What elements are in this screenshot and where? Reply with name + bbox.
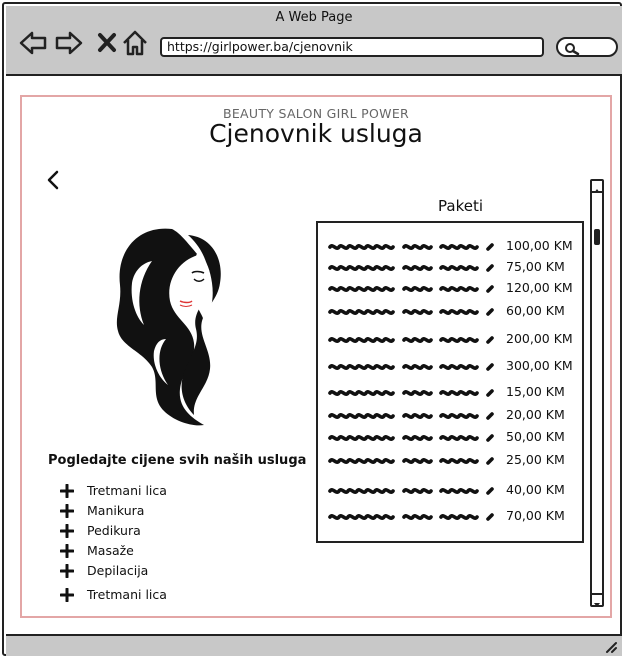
package-price: 60,00 KM xyxy=(506,303,565,318)
package-row: 75,00 KM xyxy=(328,259,578,275)
plus-icon xyxy=(60,524,74,538)
packages-title: Paketi xyxy=(438,197,483,215)
search-field[interactable] xyxy=(556,37,618,57)
home-icon[interactable] xyxy=(120,28,150,58)
category-label: Manikura xyxy=(87,503,145,518)
plus-icon xyxy=(60,564,74,578)
packages-list: 100,00 KM 75,00 KM 120,00 KM 60,00 KM 200,00… xyxy=(316,221,584,543)
package-price: 40,00 KM xyxy=(506,482,565,497)
package-name-scribble xyxy=(328,308,494,316)
search-icon xyxy=(565,43,580,56)
package-row: 60,00 KM xyxy=(328,303,578,319)
window-title: A Web Page xyxy=(275,10,353,25)
package-name-scribble xyxy=(328,389,494,397)
package-row: 300,00 KM xyxy=(328,358,578,374)
services-prompt: Pogledajte cijene svih naših usluga xyxy=(48,453,307,468)
address-bar[interactable]: https://girlpower.ba/cjenovnik xyxy=(160,37,544,57)
package-price: 70,00 KM xyxy=(506,508,565,523)
vertical-scrollbar[interactable] xyxy=(590,179,604,607)
resize-grip-icon[interactable] xyxy=(604,641,618,653)
package-price: 100,00 KM xyxy=(506,238,573,253)
package-price: 15,00 KM xyxy=(506,384,565,399)
woman-portrait-image xyxy=(116,228,221,426)
package-price: 120,00 KM xyxy=(506,280,573,295)
scroll-up-icon[interactable] xyxy=(592,181,602,193)
package-name-scribble xyxy=(328,457,494,465)
package-name-scribble xyxy=(328,285,494,293)
package-name-scribble xyxy=(328,363,494,371)
package-row: 120,00 KM xyxy=(328,280,578,296)
package-row: 25,00 KM xyxy=(328,452,578,468)
package-name-scribble xyxy=(328,336,494,344)
plus-icon xyxy=(60,544,74,558)
package-name-scribble xyxy=(328,487,494,495)
package-row: 100,00 KM xyxy=(328,238,578,254)
plus-icon xyxy=(60,504,74,518)
package-price: 300,00 KM xyxy=(506,358,573,373)
category-label: Depilacija xyxy=(87,563,149,578)
browser-toolbar: A Web Page https://girlpower.ba/cjenovni… xyxy=(6,6,622,76)
package-price: 75,00 KM xyxy=(506,259,565,274)
salon-name: BEAUTY SALON GIRL POWER xyxy=(222,106,410,121)
chevron-left-icon[interactable] xyxy=(46,169,60,191)
package-price: 50,00 KM xyxy=(506,429,565,444)
package-price: 200,00 KM xyxy=(506,331,573,346)
back-arrow-icon[interactable] xyxy=(18,28,48,58)
package-row: 50,00 KM xyxy=(328,429,578,445)
package-name-scribble xyxy=(328,434,494,442)
category-label: Masaže xyxy=(87,543,134,558)
plus-icon xyxy=(60,588,74,602)
package-name-scribble xyxy=(328,513,494,521)
package-name-scribble xyxy=(328,243,494,251)
scroll-down-icon[interactable] xyxy=(592,593,602,607)
package-price: 20,00 KM xyxy=(506,407,565,422)
package-name-scribble xyxy=(328,264,494,272)
package-row: 20,00 KM xyxy=(328,407,578,423)
package-row: 15,00 KM xyxy=(328,384,578,400)
plus-icon xyxy=(60,484,74,498)
category-label: Pedikura xyxy=(87,523,141,538)
package-row: 200,00 KM xyxy=(328,331,578,347)
page-content: BEAUTY SALON GIRL POWER Cjenovnik usluga… xyxy=(20,95,612,618)
package-name-scribble xyxy=(328,412,494,420)
category-label: Tretmani lica xyxy=(87,587,167,602)
status-bar xyxy=(6,634,622,656)
package-row: 70,00 KM xyxy=(328,508,578,524)
package-row: 40,00 KM xyxy=(328,482,578,498)
page-title: Cjenovnik usluga xyxy=(209,119,423,148)
category-label: Tretmani lica xyxy=(87,483,167,498)
scrollbar-thumb[interactable] xyxy=(594,229,600,245)
package-price: 25,00 KM xyxy=(506,452,565,467)
forward-arrow-icon[interactable] xyxy=(54,28,84,58)
close-icon[interactable] xyxy=(92,28,122,58)
